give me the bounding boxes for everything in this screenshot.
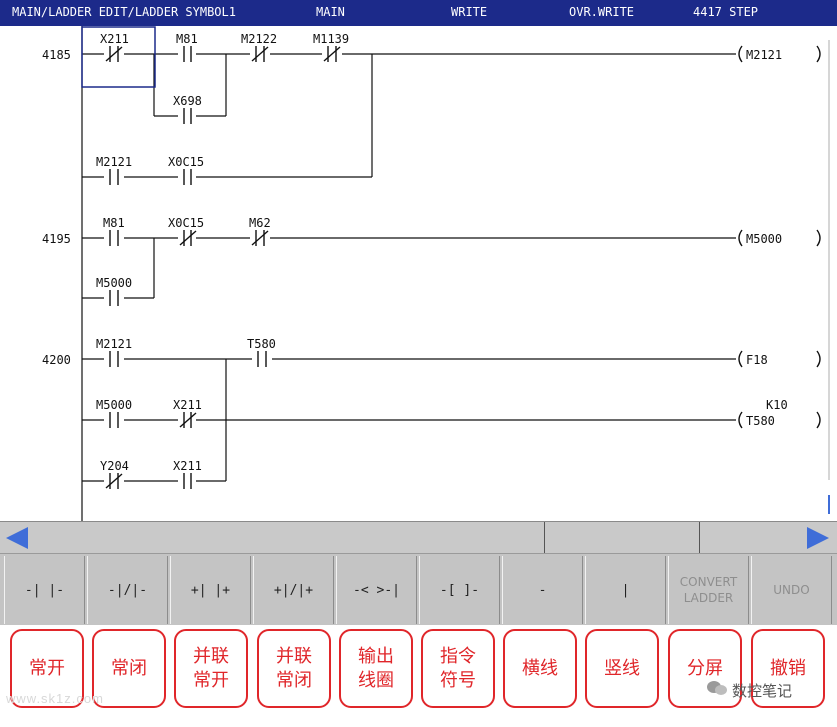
wechat-icon bbox=[706, 679, 728, 701]
device-label: M2121 bbox=[96, 337, 132, 351]
device-label: M81 bbox=[103, 216, 125, 230]
softkey-vertical-line[interactable]: | bbox=[585, 556, 666, 624]
coil-m5000[interactable] bbox=[738, 229, 821, 247]
device-label: Y204 bbox=[100, 459, 129, 473]
contact-m5000-no[interactable] bbox=[109, 290, 119, 306]
softkey-bar: -| |- -|/|- +| |+ +|/|+ -< >-| -[ ]- - |… bbox=[0, 553, 837, 625]
coil-label: T580 bbox=[746, 414, 775, 428]
contact-t580-no[interactable] bbox=[257, 351, 267, 367]
softkey-convert-ladder[interactable]: CONVERT LADDER bbox=[668, 556, 749, 624]
wechat-label: 数控笔记 bbox=[732, 681, 793, 700]
annotation-label: 竖线 bbox=[585, 629, 659, 708]
annotation-label: 撤销 bbox=[751, 629, 825, 708]
contact-m2121-no-2[interactable] bbox=[109, 351, 119, 367]
contact-m62-nc[interactable] bbox=[251, 230, 269, 246]
softkey-no-contact[interactable]: -| |- bbox=[4, 556, 85, 624]
annotation-label: 指令 符号 bbox=[421, 629, 495, 708]
annotation-label: 并联 常开 bbox=[174, 629, 248, 708]
device-label: X0C15 bbox=[168, 216, 204, 230]
softkey-instruction[interactable]: -[ ]- bbox=[419, 556, 500, 624]
device-label: X0C15 bbox=[168, 155, 204, 169]
scroll-left-icon[interactable] bbox=[6, 527, 28, 549]
coil-label: F18 bbox=[746, 353, 768, 367]
coil-m2121[interactable] bbox=[738, 45, 821, 63]
contact-m81-no[interactable] bbox=[183, 46, 192, 62]
softkey-parallel-nc[interactable]: +|/|+ bbox=[253, 556, 334, 624]
mode-indicator: WRITE bbox=[451, 5, 488, 19]
contact-x211-nc[interactable] bbox=[105, 46, 123, 62]
contact-x211-nc-2[interactable] bbox=[179, 412, 197, 428]
ladder-editor[interactable]: 4185 4195 4200 X211 M81 M2122 M1139 X698… bbox=[0, 26, 837, 521]
contact-x211-no[interactable] bbox=[183, 473, 192, 489]
softkey-nc-contact[interactable]: -|/|- bbox=[87, 556, 168, 624]
coil-t580[interactable] bbox=[738, 411, 821, 429]
edit-cursor bbox=[81, 26, 156, 88]
step-count: 4417 STEP bbox=[693, 5, 759, 19]
softkey-horizontal-line[interactable]: - bbox=[502, 556, 583, 624]
device-label: M2121 bbox=[96, 155, 132, 169]
coil-label: M2121 bbox=[746, 48, 782, 62]
annotation-label: 输出 线圈 bbox=[339, 629, 413, 708]
device-label: M62 bbox=[249, 216, 271, 230]
device-label: M5000 bbox=[96, 398, 132, 412]
softkey-undo[interactable]: UNDO bbox=[751, 556, 832, 624]
coil-label: M5000 bbox=[746, 232, 782, 246]
annotation-label: 横线 bbox=[503, 629, 577, 708]
wechat-badge: 数控笔记 bbox=[706, 679, 792, 701]
annotation-label: 并联 常闭 bbox=[257, 629, 331, 708]
contact-m81-no-2[interactable] bbox=[109, 230, 119, 246]
device-label: X211 bbox=[173, 398, 202, 412]
step-number: 4200 bbox=[42, 353, 71, 367]
device-label: M5000 bbox=[96, 276, 132, 290]
contact-x698-no[interactable] bbox=[183, 108, 192, 124]
contact-m2122-nc[interactable] bbox=[251, 46, 269, 62]
screen-path: MAIN/LADDER EDIT/LADDER SYMBOL1 bbox=[12, 5, 236, 19]
contact-x0c15-nc[interactable] bbox=[179, 230, 197, 246]
softkey-parallel-no[interactable]: +| |+ bbox=[170, 556, 251, 624]
device-label: X211 bbox=[173, 459, 202, 473]
coil-f18[interactable] bbox=[738, 350, 821, 368]
timer-constant: K10 bbox=[766, 398, 788, 412]
device-label: X211 bbox=[100, 32, 129, 46]
write-mode-indicator: OVR.WRITE bbox=[569, 5, 635, 19]
step-number: 4185 bbox=[42, 48, 71, 62]
contact-y204-nc[interactable] bbox=[105, 473, 123, 489]
scroll-right-icon[interactable] bbox=[807, 527, 829, 549]
contact-x0c15-no[interactable] bbox=[183, 169, 192, 185]
device-label: M1139 bbox=[313, 32, 349, 46]
device-label: T580 bbox=[247, 337, 276, 351]
step-number: 4195 bbox=[42, 232, 71, 246]
annotation-label: 常闭 bbox=[92, 629, 166, 708]
horizontal-scrollbar[interactable] bbox=[0, 521, 837, 554]
program-name: MAIN bbox=[316, 5, 345, 19]
ladder-diagram[interactable]: 4185 4195 4200 X211 M81 M2122 M1139 X698… bbox=[0, 26, 837, 521]
device-label: M2122 bbox=[241, 32, 277, 46]
contact-m1139-nc[interactable] bbox=[323, 46, 341, 62]
device-label: X698 bbox=[173, 94, 202, 108]
annotation-row: 常开 常闭 并联 常开 并联 常闭 输出 线圈 指令 符号 横线 竖线 分屏 撤… bbox=[0, 625, 837, 727]
annotation-label: 常开 bbox=[10, 629, 84, 708]
divider bbox=[544, 522, 545, 554]
annotation-label: 分屏 bbox=[668, 629, 742, 708]
contact-m2121-no[interactable] bbox=[109, 169, 119, 185]
contact-m5000-no-2[interactable] bbox=[109, 412, 119, 428]
title-bar: MAIN/LADDER EDIT/LADDER SYMBOL1 MAIN WRI… bbox=[0, 0, 837, 26]
watermark: www.sk1z.com bbox=[6, 691, 104, 706]
device-label: M81 bbox=[176, 32, 198, 46]
softkey-output-coil[interactable]: -< >-| bbox=[336, 556, 417, 624]
divider bbox=[699, 522, 700, 554]
